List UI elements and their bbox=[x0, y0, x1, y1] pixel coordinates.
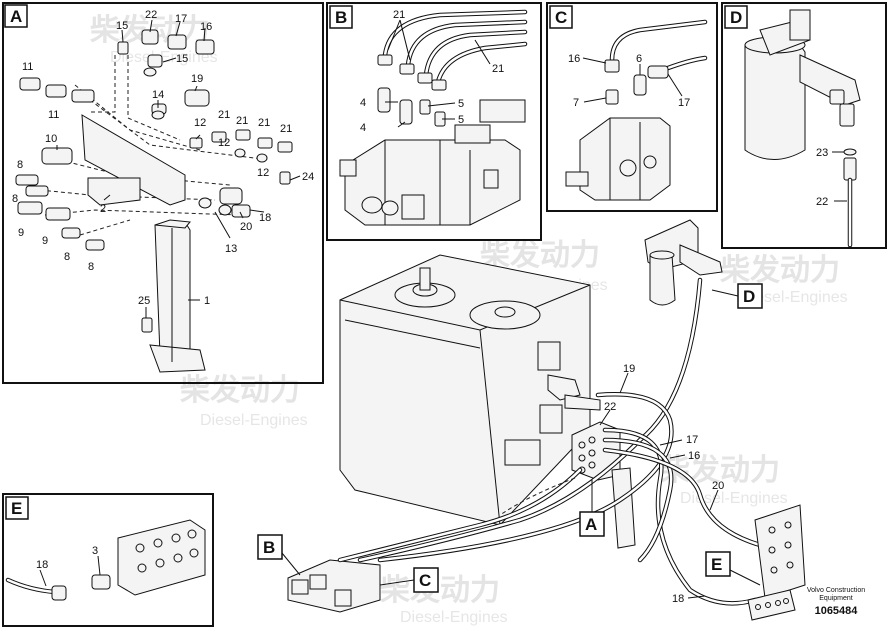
callout-label: 9 bbox=[18, 227, 24, 239]
callout-label: 18 bbox=[259, 212, 271, 224]
callout-label: 9 bbox=[42, 235, 48, 247]
panel-a: A bbox=[2, 2, 324, 384]
svg-text:C: C bbox=[419, 571, 431, 590]
watermark-text: Diesel-Engines bbox=[680, 490, 788, 507]
flag-b: B bbox=[257, 534, 301, 576]
callout-label: 5 bbox=[458, 98, 464, 110]
callout-label: 3 bbox=[92, 545, 98, 557]
callout-label: 16 bbox=[568, 53, 580, 65]
callout-label: 22 bbox=[816, 196, 828, 208]
callout-label: 21 bbox=[258, 117, 270, 129]
panel-c-frame bbox=[546, 2, 718, 212]
watermark-text: 柴发动力 bbox=[180, 374, 300, 407]
panel-c: C 16 6 7 17 bbox=[546, 2, 718, 212]
panel-b-frame bbox=[326, 2, 542, 241]
panel-e-tag bbox=[5, 496, 29, 520]
watermark-text: 柴发动力 bbox=[720, 254, 840, 287]
panel-d-frame bbox=[721, 2, 887, 249]
callout-label: 22 bbox=[145, 9, 157, 21]
callout-label: 18 bbox=[36, 559, 48, 571]
callout-label: 21 bbox=[218, 109, 230, 121]
panel-a-tag bbox=[4, 4, 28, 28]
callout-label: 25 bbox=[138, 295, 150, 307]
panel-e: E 18 3 bbox=[2, 493, 214, 627]
callout-label: 20 bbox=[240, 221, 252, 233]
panel-b-tag bbox=[329, 5, 353, 29]
callout-label: 4 bbox=[360, 97, 366, 109]
panel-c-tag bbox=[549, 5, 573, 29]
svg-text:E: E bbox=[711, 555, 722, 574]
callout-label: 17 bbox=[678, 97, 690, 109]
svg-text:B: B bbox=[263, 538, 275, 557]
svg-text:D: D bbox=[743, 287, 755, 306]
callout-label: 16 bbox=[200, 21, 212, 33]
callout-label: 21 bbox=[492, 63, 504, 75]
flag-a: A bbox=[579, 480, 605, 537]
callout-label: 21 bbox=[280, 123, 292, 135]
callout-label: 22 bbox=[604, 401, 616, 413]
callout-label: 12 bbox=[194, 117, 206, 129]
callout-label: 23 bbox=[816, 147, 828, 159]
panel-a-frame bbox=[2, 2, 324, 384]
panel-e-frame bbox=[2, 493, 214, 627]
callout-label: 21 bbox=[393, 9, 405, 21]
callout-label: 16 bbox=[688, 450, 700, 462]
drawing-number: 1065484 bbox=[815, 605, 859, 617]
svg-text:A: A bbox=[585, 515, 597, 534]
panel-c-letter: C bbox=[555, 8, 567, 27]
callout-label: 1 bbox=[204, 295, 210, 307]
panel-b: B bbox=[326, 2, 542, 241]
callout-label: 15 bbox=[176, 53, 188, 65]
brand-line-2: Equipment bbox=[819, 595, 853, 602]
callout-label: 5 bbox=[458, 114, 464, 126]
panel-d-tag bbox=[724, 5, 748, 29]
panel-b-letter: B bbox=[335, 8, 347, 27]
flag-c: C bbox=[379, 567, 439, 593]
brand-line: Volvo Construction bbox=[807, 587, 865, 594]
callout-label: 21 bbox=[236, 115, 248, 127]
callout-label: 11 bbox=[48, 109, 59, 121]
panel-a-letter: A bbox=[10, 7, 22, 26]
watermark-text: Diesel-Engines bbox=[110, 49, 218, 66]
callout-label: 2 bbox=[100, 203, 106, 215]
callout-label: 18 bbox=[672, 593, 684, 605]
callout-label: 14 bbox=[152, 89, 164, 101]
callout-label: 12 bbox=[218, 137, 230, 149]
callout-label: 8 bbox=[17, 159, 23, 171]
callout-label: 15 bbox=[116, 20, 128, 32]
callout-label: 24 bbox=[302, 171, 314, 183]
callout-label: 6 bbox=[636, 53, 642, 65]
callout-label: 10 bbox=[45, 133, 57, 145]
callout-label: 19 bbox=[191, 73, 203, 85]
footer-brand: Volvo Construction Equipment 1065484 bbox=[807, 587, 865, 617]
callout-label: 19 bbox=[623, 363, 635, 375]
flag-d: D bbox=[711, 283, 763, 309]
watermark-text: Diesel-Engines bbox=[200, 412, 308, 429]
watermark-text: 柴发动力 bbox=[380, 574, 500, 607]
callout-label: 4 bbox=[360, 122, 366, 134]
flag-e: E bbox=[705, 551, 761, 586]
callout-label: 20 bbox=[712, 480, 724, 492]
panel-d: D 23 22 bbox=[721, 2, 887, 249]
panel-d-letter: D bbox=[730, 8, 742, 27]
callout-label: 8 bbox=[64, 251, 70, 263]
callout-label: 8 bbox=[12, 193, 18, 205]
watermark-text: Diesel-Engines bbox=[740, 289, 848, 306]
callout-label: 13 bbox=[225, 243, 237, 255]
callout-label: 17 bbox=[175, 13, 187, 25]
main-assembly: D A B C E bbox=[257, 219, 806, 621]
watermark-text: Diesel-Engines bbox=[400, 609, 508, 626]
panel-e-letter: E bbox=[11, 499, 22, 518]
callout-label: 8 bbox=[88, 261, 94, 273]
callout-label: 12 bbox=[257, 167, 269, 179]
watermark-layer: 柴发动力 Diesel-Engines 柴发动力 Diesel-Engines … bbox=[90, 14, 848, 626]
callout-label: 7 bbox=[573, 97, 579, 109]
callout-label: 11 bbox=[22, 61, 33, 73]
callout-label: 17 bbox=[686, 434, 698, 446]
